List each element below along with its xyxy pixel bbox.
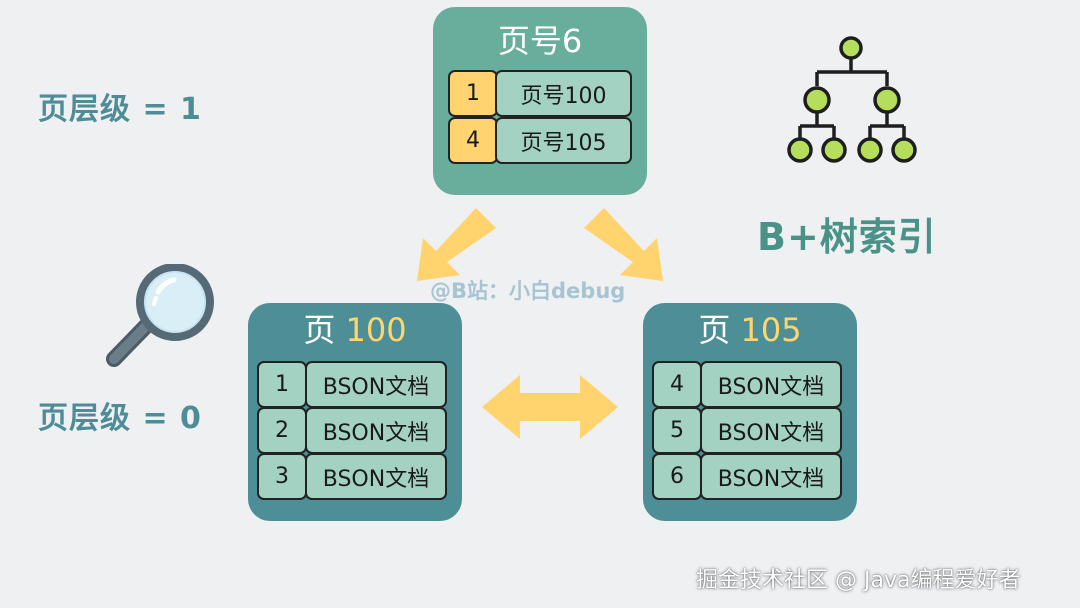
level-0-label: 页层级 = 0 [38,401,202,436]
leaf-entry-key: 5 [652,407,702,454]
leaf-page-title: 页 105 [698,311,802,349]
magnifier-icon [106,264,214,367]
leaf-page-title: 页 100 [303,311,407,349]
leaf-entry-key: 3 [257,453,307,500]
root-entry-value: 页号100 [495,70,632,117]
root-page-title: 页号6 [497,22,583,60]
leaf-entry-key: 1 [257,361,307,408]
root-page: 页号6 1 页号100 4 页号105 [433,7,647,195]
leaf-page-105: 页 105 4 BSON文档 5 BSON文档 6 BSON文档 [643,303,857,521]
tree-icon [787,36,917,163]
leaf-entry-value: BSON文档 [305,453,447,500]
footer-credit: 掘金技术社区 @ Java编程爱好者 [696,568,1021,593]
leaf-entry-key: 2 [257,407,307,454]
arrow-down-left-icon [417,208,496,281]
root-entry-value: 页号105 [495,117,632,164]
watermark: @B站：小白debug [430,279,626,303]
leaf-page-100: 页 100 1 BSON文档 2 BSON文档 3 BSON文档 [248,303,462,521]
arrow-down-right-icon [584,208,663,281]
double-arrow-icon [482,375,618,439]
leaf-entry-value: BSON文档 [700,453,842,500]
leaf-entry-value: BSON文档 [305,361,447,408]
btree-title: B+树索引 [757,215,937,259]
leaf-entry-value: BSON文档 [700,407,842,454]
level-1-label: 页层级 = 1 [38,92,202,127]
root-entry-key: 1 [448,70,498,117]
